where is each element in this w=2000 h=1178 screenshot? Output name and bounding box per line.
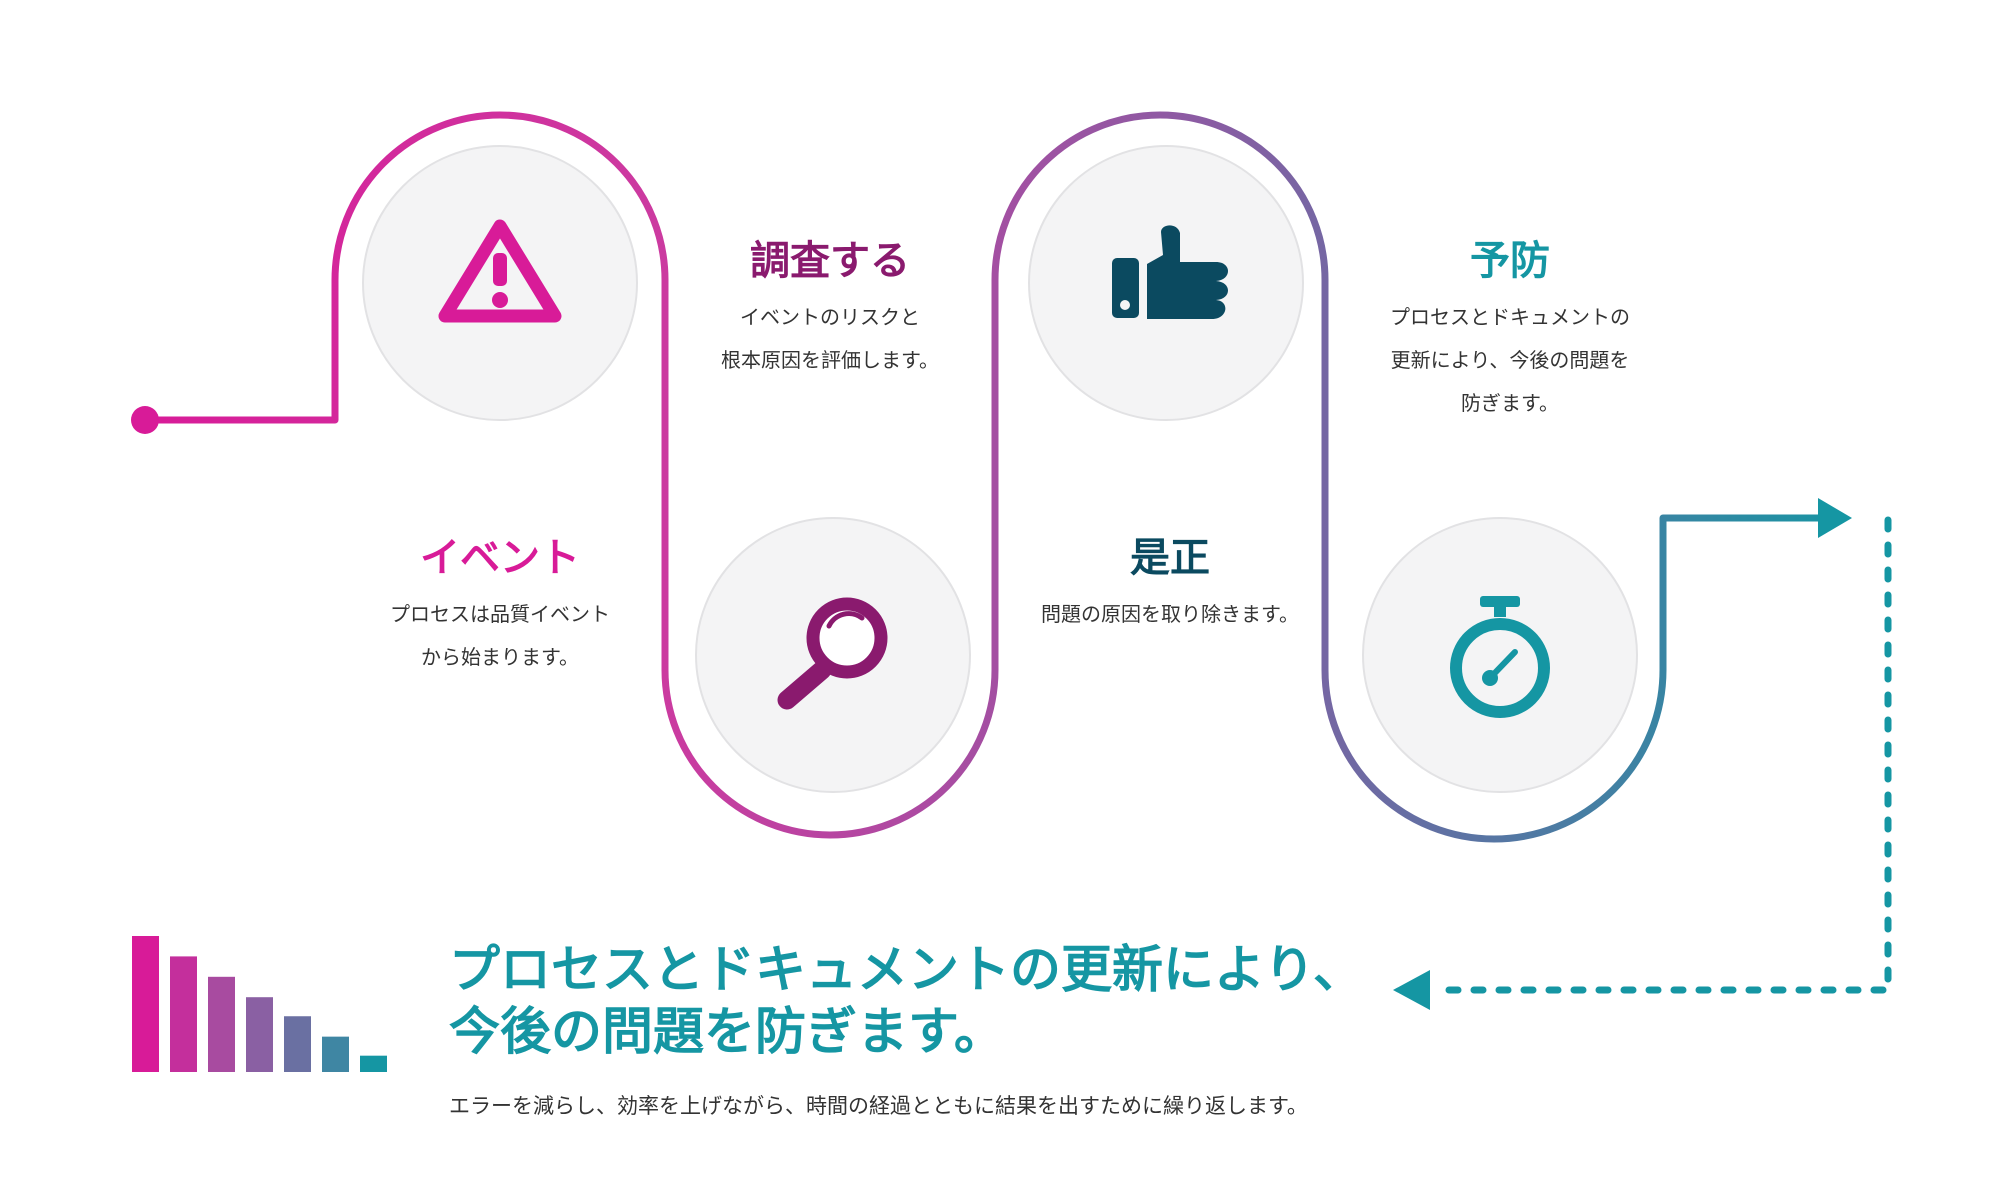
thumbs-up-icon (1112, 225, 1228, 319)
step-desc-investigate-line1: イベントのリスクと (740, 305, 920, 329)
step-circle-prevent (1362, 517, 1638, 793)
decor-bar-graphic (132, 936, 387, 1072)
step-desc-event-line2: から始まります。 (421, 645, 579, 669)
return-dotted-line (1432, 516, 1892, 994)
path-start-dot (131, 406, 159, 434)
step-title-investigate: 調査する (750, 238, 910, 284)
warning-icon (438, 219, 562, 323)
process-path-line (145, 111, 1825, 843)
decor-bar (322, 1036, 349, 1072)
step-title-prevent: 予防 (1470, 238, 1550, 284)
summary-subtext: エラーを減らし、効率を上げながら、時間の経過とともに結果を出すために繰り返します… (449, 1094, 1308, 1118)
decor-bar (284, 1016, 311, 1072)
step-correct-text: 是正 問題の原因を取り除きます。 (1000, 525, 1340, 636)
path-arrowhead-right (1818, 498, 1852, 538)
step-desc-investigate-line2: 根本原因を評価します。 (721, 348, 939, 372)
step-event-text: イベント プロセスは品質イベント から始まります。 (340, 525, 660, 679)
step-title-event: イベント (420, 535, 580, 581)
decor-bar (246, 997, 273, 1072)
decor-bar (360, 1055, 387, 1072)
step-desc-prevent-line2: 更新により、今後の問題を (1390, 348, 1630, 372)
step-title-correct: 是正 (1130, 535, 1210, 581)
summary-headline-line2: 今後の問題を防ぎます。 (449, 1003, 1005, 1062)
step-desc-prevent-line3: 防ぎます。 (1461, 391, 1559, 415)
decor-bar (132, 936, 159, 1072)
decor-bar (208, 976, 235, 1072)
magnifier-icon (777, 597, 888, 710)
step-desc-event-line1: プロセスは品質イベント (390, 602, 610, 626)
summary-headline: プロセスとドキュメントの更新により、 今後の問題を防ぎます。 (449, 940, 1364, 1064)
summary-headline-line1: プロセスとドキュメントの更新により、 (449, 941, 1364, 1000)
step-desc-prevent-line1: プロセスとドキュメントの (1390, 305, 1630, 329)
step-prevent-text: 予防 プロセスとドキュメントの 更新により、今後の問題を 防ぎます。 (1340, 228, 1680, 425)
stopwatch-icon (1450, 596, 1550, 718)
step-investigate-text: 調査する イベントのリスクと 根本原因を評価します。 (670, 228, 990, 382)
decor-bar (170, 956, 197, 1072)
return-arrowhead-left (1393, 970, 1430, 1010)
step-desc-correct-line1: 問題の原因を取り除きます。 (1041, 602, 1299, 626)
